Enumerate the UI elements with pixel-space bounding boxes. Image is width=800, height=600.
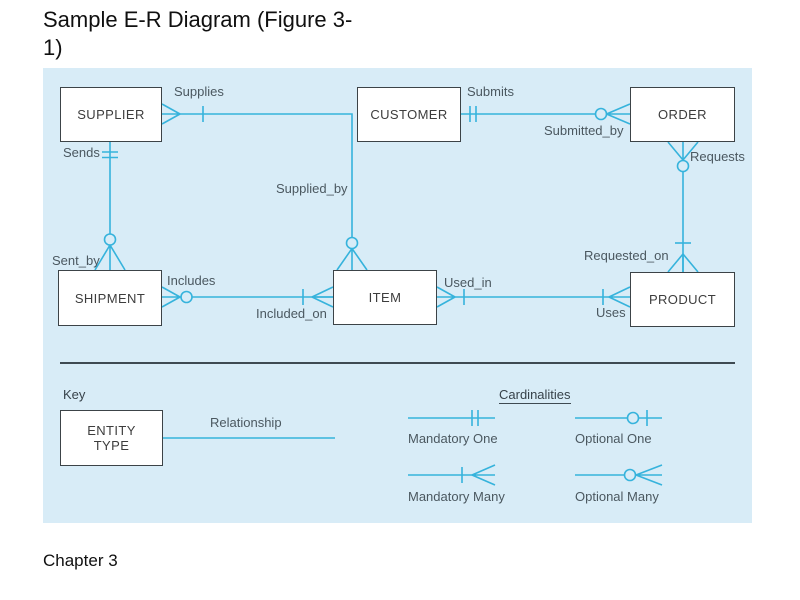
label-sends: Sends — [63, 145, 100, 160]
er-diagram-lines — [60, 103, 735, 486]
relationship-requests-line — [667, 141, 699, 273]
crowsfoot-many-icon — [94, 244, 126, 271]
entity-customer: CUSTOMER — [357, 87, 461, 142]
key-entity-type-box: ENTITY TYPE — [60, 410, 163, 466]
entity-label: ITEM — [368, 290, 402, 305]
label-used-in: Used_in — [444, 275, 492, 290]
page-title-line1: Sample E-R Diagram (Figure 3- — [43, 7, 353, 32]
cardinalities-heading: Cardinalities — [499, 387, 571, 404]
legend-optional-one-symbol — [575, 410, 662, 426]
crowsfoot-many-icon — [436, 286, 456, 308]
crowsfoot-many-icon — [471, 464, 496, 486]
entity-item: ITEM — [333, 270, 437, 325]
mandatory-one-ticks-icon — [471, 410, 479, 426]
relationship-sends-line — [94, 142, 126, 271]
crowsfoot-many-icon — [635, 464, 663, 486]
relationship-used-in-line — [436, 286, 631, 308]
entity-label: ORDER — [658, 107, 707, 122]
optional-circle-icon — [594, 107, 608, 121]
er-diagram-panel: SUPPLIER CUSTOMER ORDER SHIPMENT ITEM PR… — [43, 68, 752, 523]
label-submitted-by: Submitted_by — [544, 123, 624, 138]
optional-circle-icon — [180, 290, 193, 304]
entity-label: CUSTOMER — [370, 107, 448, 122]
legend-mandatory-many-label: Mandatory Many — [408, 489, 505, 504]
label-includes: Includes — [167, 273, 216, 288]
crowsfoot-many-icon — [336, 248, 368, 271]
entity-shipment: SHIPMENT — [58, 270, 162, 326]
label-included-on: Included_on — [256, 306, 327, 321]
label-requests: Requests — [690, 149, 745, 164]
crowsfoot-many-icon — [667, 141, 699, 161]
entity-product: PRODUCT — [630, 272, 735, 327]
crowsfoot-many-icon — [667, 253, 699, 273]
key-heading: Key — [63, 387, 86, 402]
label-supplied-by: Supplied_by — [276, 181, 348, 196]
crowsfoot-many-icon — [161, 103, 181, 125]
entity-label: SUPPLIER — [77, 107, 145, 122]
relationship-supplies-line — [161, 103, 368, 271]
entity-label: SHIPMENT — [74, 290, 146, 306]
legend-optional-many-label: Optional Many — [575, 489, 659, 504]
key-entity-type-label: ENTITY TYPE — [87, 423, 136, 453]
legend-optional-many-symbol — [575, 464, 663, 486]
label-submits: Submits — [467, 84, 514, 99]
legend-mandatory-one-label: Mandatory One — [408, 431, 498, 446]
page-title-line2: 1) — [43, 35, 63, 60]
crowsfoot-many-icon — [608, 286, 631, 308]
optional-circle-icon — [103, 233, 117, 246]
entity-order: ORDER — [630, 87, 735, 142]
label-supplies: Supplies — [174, 84, 224, 99]
entity-supplier: SUPPLIER — [60, 87, 162, 142]
label-uses: Uses — [596, 305, 626, 320]
legend-mandatory-one-symbol — [408, 410, 495, 426]
legend-mandatory-many-symbol — [408, 464, 496, 486]
optional-circle-icon — [623, 468, 637, 482]
key-relationship-label: Relationship — [210, 415, 282, 430]
relationship-includes-line — [161, 286, 334, 308]
crowsfoot-many-icon — [161, 286, 181, 308]
optional-circle-icon — [676, 159, 690, 173]
label-requested-on: Requested_on — [584, 248, 669, 263]
crowsfoot-many-icon — [606, 103, 631, 125]
optional-circle-icon — [626, 411, 640, 425]
mandatory-one-ticks-icon — [102, 151, 118, 159]
slide-footer: Chapter 3 — [43, 551, 118, 570]
entity-label: PRODUCT — [648, 292, 717, 307]
legend-optional-one-label: Optional One — [575, 431, 652, 446]
page-title: Sample E-R Diagram (Figure 3- 1) — [43, 6, 463, 62]
crowsfoot-many-icon — [311, 286, 334, 308]
relationship-submits-line — [461, 103, 631, 125]
optional-circle-icon — [345, 236, 359, 250]
mandatory-one-ticks-icon — [469, 106, 477, 122]
label-sent-by: Sent_by — [52, 253, 100, 268]
